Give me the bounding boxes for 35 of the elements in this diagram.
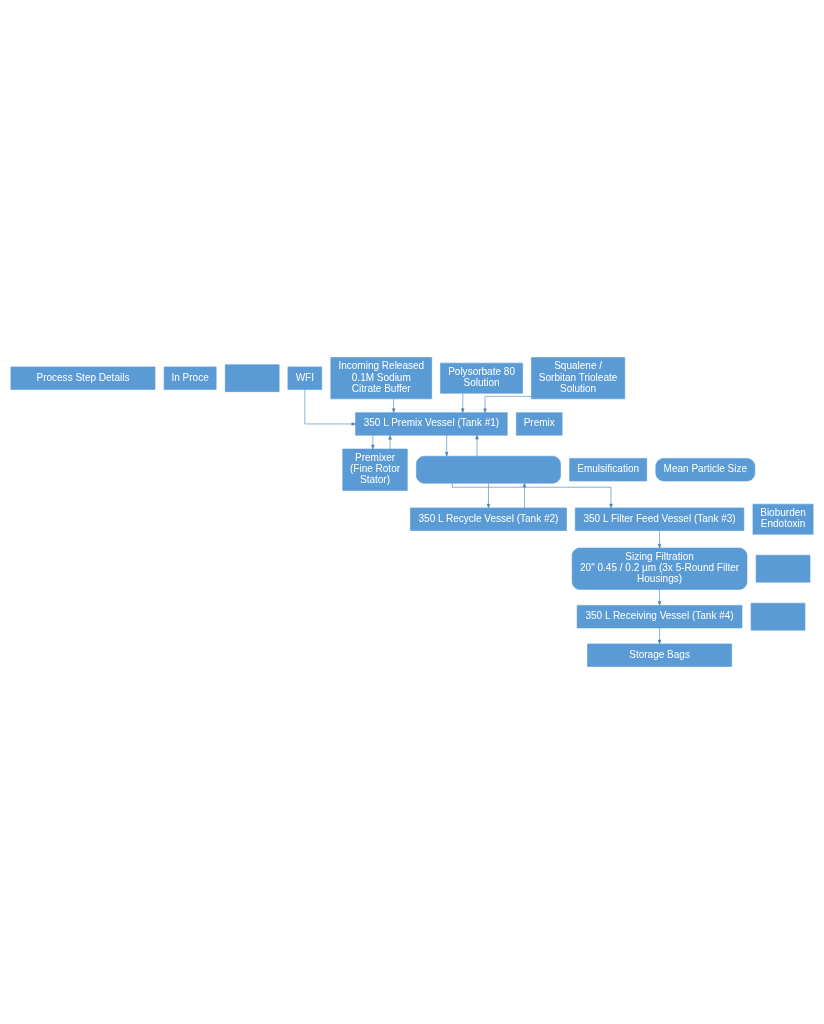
arrow bbox=[657, 530, 662, 549]
arrow bbox=[486, 482, 491, 509]
node-box: Mean Particle Size bbox=[655, 458, 756, 482]
arrow bbox=[483, 396, 532, 413]
node-box: Squalene / Sorbitan Trioleate Solution bbox=[531, 357, 626, 400]
arrow bbox=[461, 393, 465, 413]
node-box: Emulsification bbox=[569, 458, 648, 482]
node-box: WFI bbox=[287, 366, 323, 390]
node-box: 350 L Recycle Vessel (Tank #2) bbox=[410, 507, 567, 531]
node-box: 350 L Filter Feed Vessel (Tank #3) bbox=[574, 507, 745, 531]
node-box bbox=[224, 364, 280, 392]
node-box: Premixer (Fine Rotor Stator) bbox=[342, 448, 408, 491]
node-box: In Proce bbox=[163, 366, 217, 390]
arrow bbox=[392, 398, 396, 413]
arrow bbox=[371, 434, 375, 450]
arrow bbox=[657, 627, 662, 645]
node-box: Storage Bags bbox=[587, 643, 732, 667]
node-box bbox=[750, 602, 806, 631]
arrow bbox=[475, 435, 479, 457]
node-box: Incoming Released 0.1M Sodium Citrate Buffer bbox=[330, 357, 433, 400]
node-box: 350 L Receiving Vessel (Tank #4) bbox=[576, 605, 743, 629]
node-box: Polysorbate 80 Solution bbox=[440, 362, 523, 394]
arrow bbox=[304, 389, 356, 426]
node-box: Bioburden Endotoxin bbox=[752, 503, 814, 535]
node-box bbox=[755, 554, 811, 583]
arrow bbox=[388, 435, 392, 450]
arrow bbox=[445, 434, 449, 457]
node-box: Premix bbox=[516, 412, 563, 436]
node-box: Sizing Filtration 20" 0.45 / 0.2 µm (3x 5-Round Filter Housings) bbox=[571, 547, 748, 590]
node-box: 350 L Premix Vessel (Tank #1) bbox=[355, 412, 508, 436]
arrow bbox=[452, 482, 613, 509]
node-box bbox=[416, 455, 561, 484]
node-box: Process Step Details bbox=[10, 366, 156, 390]
arrow bbox=[522, 482, 527, 509]
arrow bbox=[657, 589, 662, 606]
